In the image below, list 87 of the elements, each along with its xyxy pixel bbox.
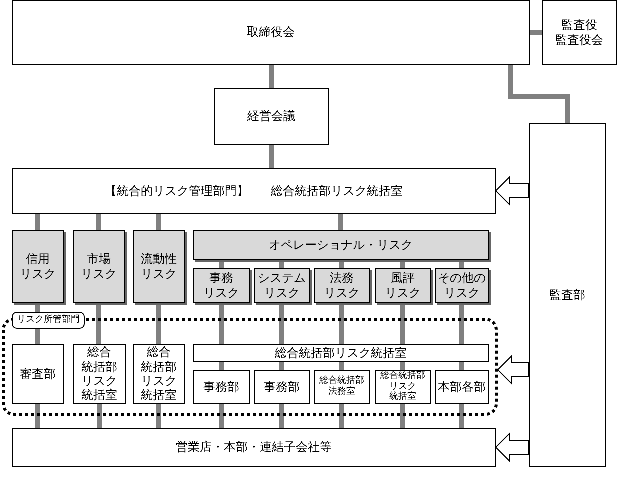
connector-line — [97, 404, 102, 428]
box-label: 総合統括部リスク統括室 — [275, 346, 407, 360]
box-label: 信用リスク — [20, 252, 56, 281]
risk-box — [73, 230, 125, 303]
department-box — [73, 344, 126, 404]
box-label: 【統合的リスク管理部門】 — [105, 184, 249, 198]
connector-line — [400, 362, 406, 370]
category-band — [193, 230, 489, 260]
box-label: 総合統括部リスク統括室 — [380, 370, 426, 404]
box-label: 法務リスク — [324, 271, 360, 300]
box-label: システムリスク — [258, 271, 306, 300]
branch-box — [12, 428, 496, 467]
box-label: 審査部 — [20, 366, 56, 382]
box-label: 監査部 — [550, 288, 586, 302]
connector-line — [96, 303, 102, 344]
connector-line — [219, 362, 224, 370]
box-label: オペレーショナル・リスク — [269, 238, 413, 252]
box-label: 取締役会 — [247, 25, 295, 40]
connector-line — [400, 303, 406, 344]
connector-line — [400, 260, 406, 268]
board-box — [12, 0, 530, 65]
connector-line — [280, 260, 284, 268]
connector-line — [156, 404, 162, 428]
box-label: 総合統括部リスク統括室 — [82, 345, 118, 403]
connector-line — [269, 65, 274, 88]
connector-line — [460, 303, 464, 344]
box-label: その他のリスク — [438, 271, 486, 300]
connector-line — [508, 65, 570, 123]
connector-line — [530, 30, 542, 35]
connector-line — [340, 362, 344, 370]
region-tab: リスク所管部門 — [12, 312, 85, 329]
connector-line — [340, 404, 344, 428]
connector-line — [280, 404, 284, 428]
department-box — [314, 370, 370, 404]
box-label: 本部各部 — [438, 380, 486, 394]
box-label: 経営会議 — [248, 109, 296, 124]
department-band — [193, 344, 489, 362]
connector-line — [460, 260, 464, 268]
connector-line — [460, 362, 464, 370]
box-label: 事務リスク — [204, 271, 240, 300]
risk-box — [314, 268, 370, 303]
connector-line — [36, 328, 40, 344]
risk-box — [133, 230, 185, 303]
connector-line — [219, 260, 224, 268]
audit-box — [529, 123, 606, 467]
connector-line — [219, 404, 224, 428]
connector-line — [36, 404, 40, 428]
connector-line — [36, 303, 40, 312]
department-box — [12, 168, 496, 214]
department-box — [214, 88, 329, 145]
box-label: 事務部 — [204, 380, 240, 394]
connector-line — [219, 303, 224, 344]
department-box — [193, 370, 250, 404]
department-box — [375, 370, 431, 404]
department-box — [12, 344, 64, 404]
box-label: 営業店・本部・連結子会社等 — [176, 440, 332, 455]
connector-line — [340, 303, 344, 344]
connector-line — [156, 303, 162, 344]
connector-line — [460, 404, 464, 428]
connector-line — [338, 214, 344, 230]
department-box — [254, 370, 310, 404]
risk-box — [12, 230, 64, 303]
box-label: 総合統括部リスク統括室 — [141, 345, 177, 403]
department-box — [542, 0, 617, 65]
connector-line — [269, 145, 274, 168]
box-label: 事務部 — [264, 380, 300, 394]
connector-line — [280, 362, 284, 370]
department-box — [133, 344, 185, 404]
block-arrow — [497, 354, 530, 386]
connector-line — [400, 404, 406, 428]
box-label: 総合統括部リスク統括室 — [271, 184, 403, 198]
block-arrow — [495, 432, 530, 463]
connector-line — [96, 214, 102, 230]
department-box — [435, 370, 489, 404]
risk-box — [375, 268, 431, 303]
risk-box — [193, 268, 250, 303]
connector-line — [156, 214, 162, 230]
box-label: 監査役会 — [556, 32, 604, 47]
box-label: 風評リスク — [385, 271, 421, 300]
box-label: 市場リスク — [81, 252, 117, 281]
connector-line — [280, 303, 284, 344]
box-label: 流動性リスク — [141, 252, 177, 281]
box-label: 総合統括部法務室 — [320, 376, 364, 398]
connector-line — [36, 214, 40, 230]
block-arrow — [495, 176, 530, 206]
connector-line — [340, 260, 344, 268]
box-label: 監査役 — [562, 18, 598, 32]
